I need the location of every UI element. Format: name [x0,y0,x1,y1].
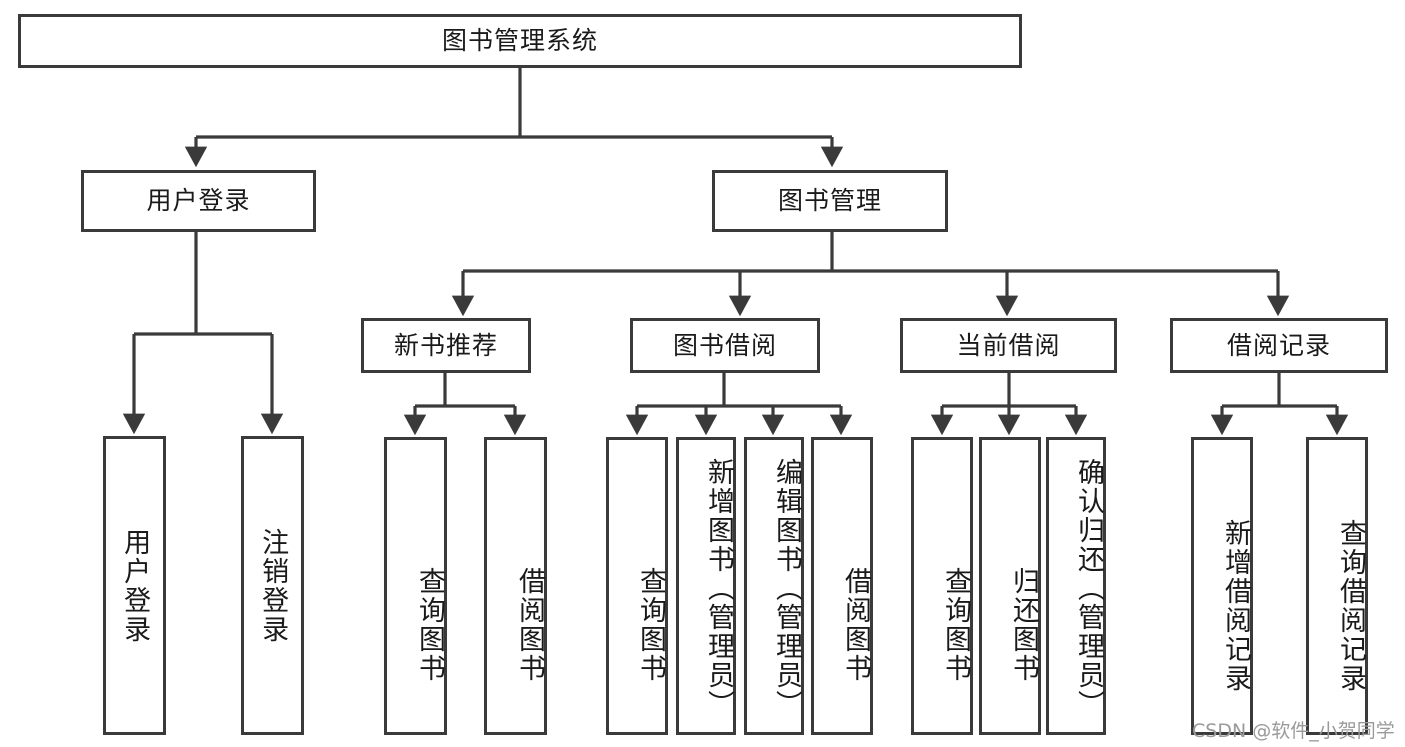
node-leaf-user-login[interactable]: 用户登录 [103,436,166,735]
node-leaf-query-borrow-record-label: 查询借阅记录 [1335,519,1366,693]
node-book-manage[interactable]: 图书管理 [712,170,948,232]
node-user-login-label: 用户登录 [146,186,251,216]
node-leaf-query-book-1[interactable]: 查询图书 [384,437,447,735]
node-user-login[interactable]: 用户登录 [81,170,316,232]
node-leaf-confirm-return-admin[interactable]: 确认归还（管理员） [1046,437,1106,735]
node-leaf-user-login-label: 用户登录 [119,527,151,644]
node-root[interactable]: 图书管理系统 [18,14,1022,68]
node-new-book-recommend-label: 新书推荐 [393,330,498,360]
node-book-borrow-label: 图书借阅 [672,330,777,360]
node-borrow-record-label: 借阅记录 [1226,330,1331,360]
node-leaf-edit-book-admin[interactable]: 编辑图书（管理员） [744,437,804,735]
node-leaf-add-borrow-record-label: 新增借阅记录 [1220,519,1251,693]
node-leaf-logout-login-label: 注销登录 [257,527,289,644]
node-leaf-query-book-3-label: 查询图书 [940,567,971,683]
node-leaf-borrow-book-1[interactable]: 借阅图书 [484,437,547,735]
node-leaf-add-borrow-record[interactable]: 新增借阅记录 [1191,437,1253,735]
node-leaf-confirm-return-admin-label: 确认归还（管理员） [1073,457,1104,719]
node-leaf-borrow-book-2-label: 借阅图书 [840,567,871,683]
node-leaf-add-book-admin[interactable]: 新增图书（管理员） [676,437,736,735]
node-leaf-add-book-admin-label: 新增图书（管理员） [703,457,734,719]
node-root-label: 图书管理系统 [441,26,598,56]
node-leaf-edit-book-admin-label: 编辑图书（管理员） [771,457,802,719]
node-current-borrow[interactable]: 当前借阅 [900,318,1117,373]
node-leaf-borrow-book-1-label: 借阅图书 [514,567,545,683]
node-current-borrow-label: 当前借阅 [956,330,1061,360]
watermark-text: CSDN @软件_小贺同学 [1192,720,1395,742]
node-new-book-recommend[interactable]: 新书推荐 [361,318,531,373]
node-leaf-logout-login[interactable]: 注销登录 [241,436,304,735]
node-leaf-query-book-1-label: 查询图书 [414,567,445,683]
node-leaf-query-book-2-label: 查询图书 [635,567,666,683]
node-book-borrow[interactable]: 图书借阅 [630,318,820,373]
node-leaf-query-book-2[interactable]: 查询图书 [606,437,668,735]
node-leaf-return-book[interactable]: 归还图书 [979,437,1041,735]
node-book-manage-label: 图书管理 [777,186,882,216]
node-leaf-borrow-book-2[interactable]: 借阅图书 [811,437,873,735]
node-leaf-query-book-3[interactable]: 查询图书 [911,437,973,735]
node-leaf-query-borrow-record[interactable]: 查询借阅记录 [1306,437,1368,735]
node-leaf-return-book-label: 归还图书 [1008,567,1039,683]
node-borrow-record[interactable]: 借阅记录 [1170,318,1388,373]
